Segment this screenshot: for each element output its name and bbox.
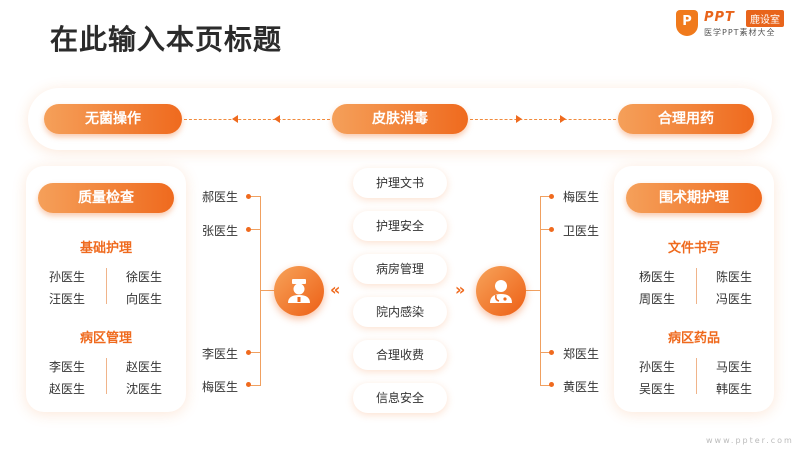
right-bracket-tick [540,229,550,230]
double-chevron-right-icon: » [455,280,466,299]
doctor-name: 汪医生 [49,292,86,306]
left-group-title: 病区管理 [79,331,132,346]
middle-item: 合理收费 [353,340,447,370]
logo-brand: PPT [704,10,735,25]
left-bracket-tick [250,352,260,353]
doctor-icon [490,280,512,303]
middle-item: 信息安全 [353,383,447,413]
column-divider [106,268,107,304]
connector-dot [246,194,251,199]
left-doctor: 李医生 [202,347,239,361]
doctor-name: 李医生 [49,360,86,374]
column-divider [696,268,697,304]
brand-logo: P PPT 鹿设室 医学PPT素材大全 [676,8,794,40]
doctor-circle [476,266,526,316]
left-doctor: 郝医生 [202,190,239,204]
doctor-name: 马医生 [716,360,753,374]
connector-dot [549,227,554,232]
doctor-name: 沈医生 [126,382,163,396]
doctor-name: 吴医生 [639,382,676,396]
right-bracket-stem [524,290,540,291]
connector-dot [246,350,251,355]
middle-item: 病房管理 [353,254,447,284]
left-panel-header: 质量检查 [38,183,174,213]
arrow-right-icon [516,115,522,123]
right-bracket-tick [540,352,550,353]
logo-shield-icon: P [676,10,698,36]
top-pill-aseptic: 无菌操作 [44,104,182,134]
column-divider [106,358,107,394]
doctor-name: 杨医生 [639,270,676,284]
arrow-left-icon [232,115,238,123]
top-pill-disinfection: 皮肤消毒 [332,104,468,134]
connector-dot [246,382,251,387]
connector-dot [549,194,554,199]
top-connector-right [470,119,616,120]
nurse-circle [274,266,324,316]
doctor-name: 周医生 [639,292,676,306]
right-bracket [540,196,551,386]
doctor-name: 陈医生 [716,270,753,284]
connector-dot [549,350,554,355]
arrow-right-icon [560,115,566,123]
left-doctor: 张医生 [202,224,239,238]
page-title: 在此输入本页标题 [50,23,283,56]
middle-item: 院内感染 [353,297,447,327]
top-pill-medication: 合理用药 [618,104,754,134]
connector-dot [246,227,251,232]
left-group-title: 基础护理 [79,241,132,256]
doctor-name: 向医生 [126,292,163,306]
connector-dot [549,382,554,387]
top-connector-left [184,119,330,120]
right-doctor: 梅医生 [563,190,600,204]
right-doctor: 黄医生 [563,380,600,394]
column-divider [696,358,697,394]
left-bracket-stem [260,290,276,291]
left-bracket [250,196,261,386]
left-doctor: 梅医生 [202,380,239,394]
double-chevron-left-icon: « [330,280,341,299]
middle-item: 护理文书 [353,168,447,198]
middle-item: 护理安全 [353,211,447,241]
right-group-title: 病区药品 [667,331,720,346]
logo-subtitle: 医学PPT素材大全 [704,28,776,37]
arrow-left-icon [274,115,280,123]
doctor-name: 冯医生 [716,292,753,306]
doctor-name: 韩医生 [716,382,753,396]
doctor-name: 赵医生 [126,360,163,374]
nurse-icon [288,279,310,303]
doctor-name: 赵医生 [49,382,86,396]
right-group-title: 文件书写 [667,241,720,256]
left-bracket-tick [250,229,260,230]
doctor-name: 孙医生 [639,360,676,374]
watermark: www.ppter.com [706,436,794,445]
right-doctor: 卫医生 [563,224,600,238]
right-panel-header: 围术期护理 [626,183,762,213]
doctor-name: 徐医生 [126,270,163,284]
logo-badge: 鹿设室 [746,10,784,27]
doctor-name: 孙医生 [49,270,86,284]
right-doctor: 郑医生 [563,347,600,361]
